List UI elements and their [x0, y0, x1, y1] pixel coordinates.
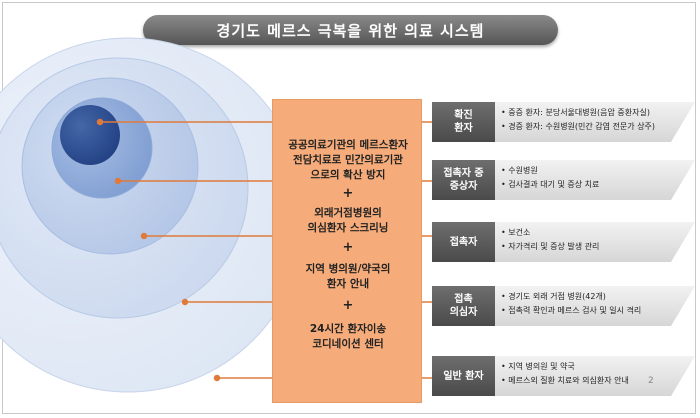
- tag-line: 접촉: [454, 294, 473, 305]
- plus-sign: +: [342, 298, 354, 313]
- desc-line: • 경증 환자: 수원병원(민간 감염 전문가 상주): [501, 122, 656, 131]
- plus-sign: +: [342, 240, 354, 255]
- plus-sign: +: [342, 186, 354, 201]
- desc-line: • 수원병원: [501, 166, 538, 175]
- desc-line: • 지역 병의원 및 약국: [501, 362, 575, 371]
- desc-line: • 검사결과 대기 및 증상 치료: [501, 180, 600, 189]
- tag-line: 환자: [454, 123, 473, 134]
- desc-symptomatic: • 수원병원 • 검사결과 대기 및 증상 치료: [495, 160, 695, 200]
- strategy-item-3-line-1: 지역 병의원/약국의: [305, 263, 391, 275]
- strategy-item-4-line-2: 코디네이션 센터: [312, 338, 384, 350]
- desc-confirmed: • 중증 환자: 분당서울대병원(음압 중환자실) • 경증 환자: 수원병원(…: [495, 102, 695, 142]
- tag-line: 증상자: [449, 181, 478, 192]
- tag-line: 일반 환자: [443, 370, 484, 382]
- desc-line: • 보건소: [501, 228, 531, 237]
- desc-line: • 메르스외 질환 치료와 의심환자 안내: [501, 376, 629, 385]
- tag-general: 일반 환자: [432, 356, 495, 396]
- desc-general: • 지역 병의원 및 약국 • 메르스외 질환 치료와 의심환자 안내: [495, 356, 695, 396]
- tag-line: 접촉자 중: [443, 168, 484, 179]
- page-number: 2: [648, 376, 654, 386]
- strategy-item-1-line-1: 공공의료기관의 메르스환자: [288, 139, 408, 151]
- strategy-item-4-line-1: 24시간 환자이송: [309, 323, 387, 335]
- desc-line: • 접촉력 확인과 메르스 검사 및 일시 격리: [501, 306, 642, 315]
- strategy-item-3-line-2: 환자 안내: [326, 278, 370, 290]
- strategy-item-1-line-3: 으로의 확산 방지: [310, 169, 386, 181]
- tag-line: 확진: [454, 110, 473, 121]
- strategy-box: 공공의료기관의 메르스환자 전담치료로 민간의료기관 으로의 확산 방지 + 외…: [272, 99, 422, 403]
- tag-line: 접촉자: [449, 236, 478, 248]
- desc-suspected: • 경기도 외래 거점 병원(42개) • 접촉력 확인과 메르스 검사 및 일…: [495, 286, 695, 326]
- strategy-item-4: 24시간 환자이송 코디네이션 센터: [273, 322, 423, 352]
- page-title: 경기도 메르스 극복을 위한 의료 시스템: [143, 15, 558, 45]
- strategy-item-3: 지역 병의원/약국의 환자 안내: [273, 262, 423, 292]
- desc-line: • 중증 환자: 분당서울대병원(음압 중환자실): [501, 108, 650, 117]
- circle-confirmed: [60, 105, 120, 165]
- tag-contacts: 접촉자: [432, 222, 495, 262]
- strategy-item-2: 외래거점병원의 의심환자 스크리닝: [273, 206, 423, 236]
- desc-line: • 경기도 외래 거점 병원(42개): [501, 292, 606, 301]
- strategy-item-2-line-1: 외래거점병원의: [314, 207, 382, 219]
- desc-line: • 자가격리 및 증상 발생 관리: [501, 242, 600, 251]
- tag-line: 의심자: [449, 307, 478, 318]
- desc-contacts: • 보건소 • 자가격리 및 증상 발생 관리: [495, 222, 695, 262]
- strategy-item-1: 공공의료기관의 메르스환자 전담치료로 민간의료기관 으로의 확산 방지: [273, 138, 423, 183]
- strategy-item-1-line-2: 전담치료로 민간의료기관: [293, 154, 403, 166]
- strategy-item-2-line-2: 의심환자 스크리닝: [307, 222, 389, 234]
